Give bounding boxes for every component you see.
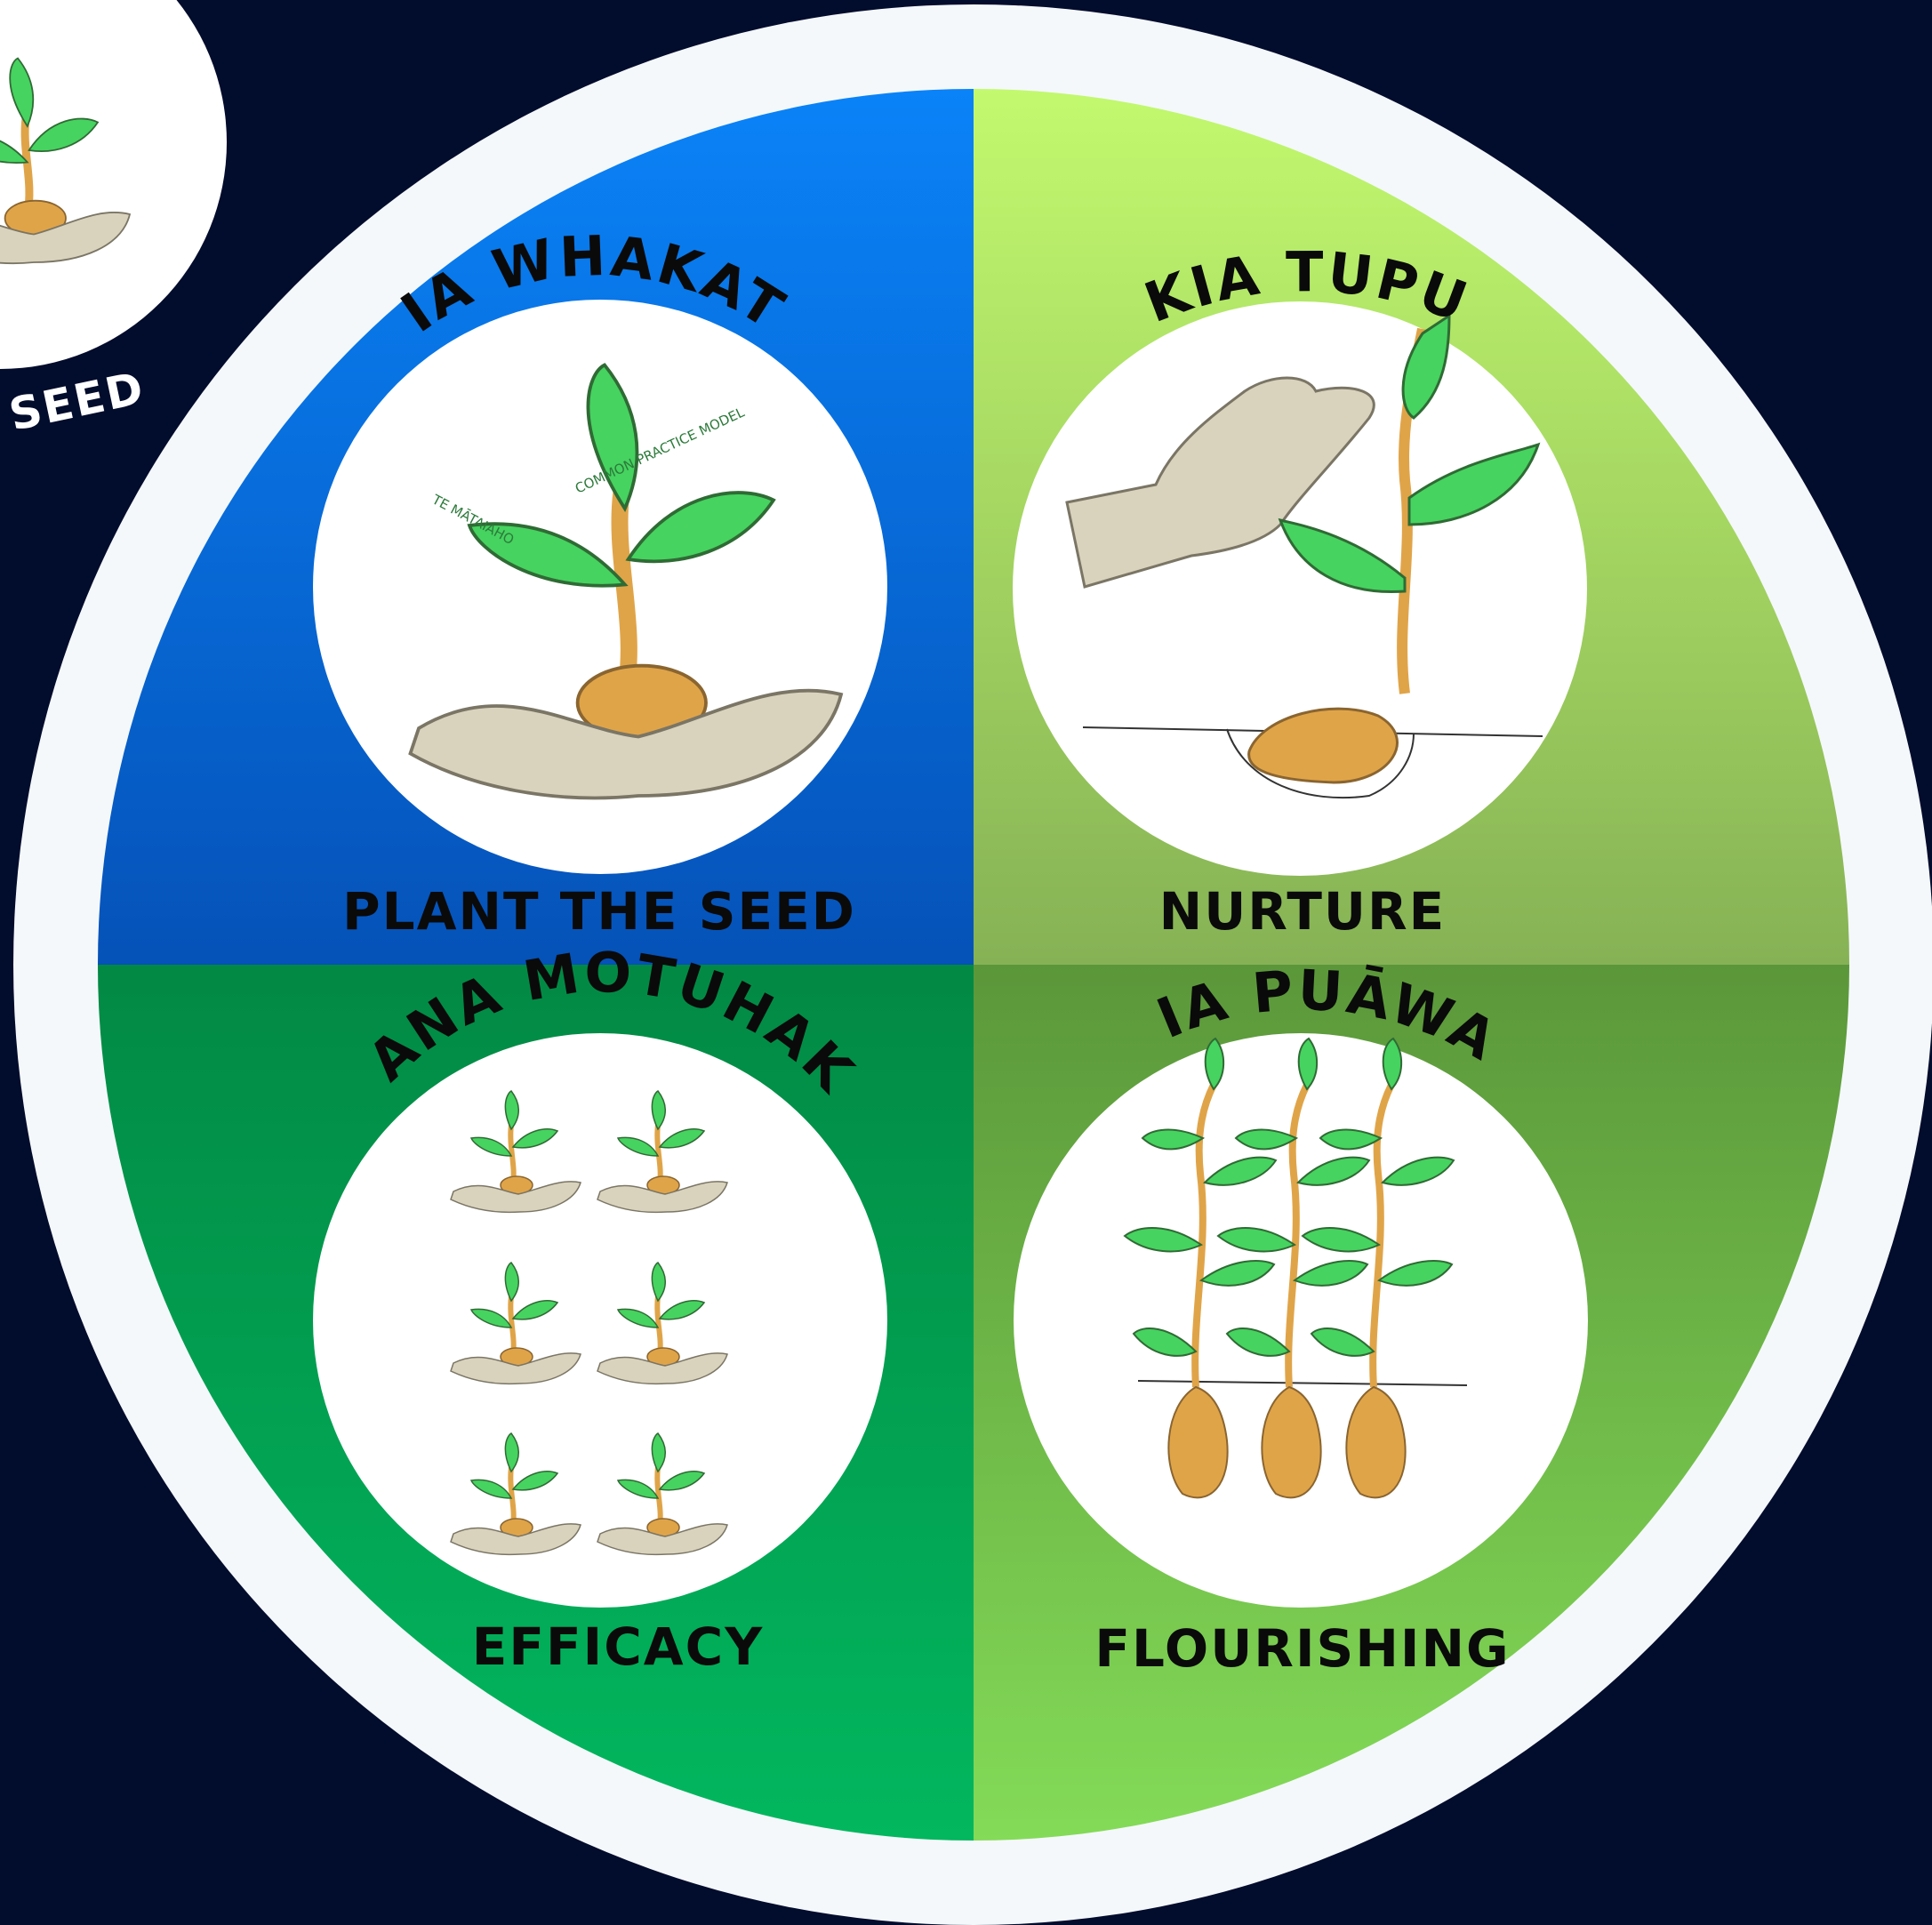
leaf-icon (1407, 442, 1541, 526)
circle-efficacy (313, 1033, 887, 1608)
label-nurture: NURTURE (1159, 881, 1447, 942)
hand-icon (1065, 376, 1375, 589)
label-flourishing: FLOURISHING (1094, 1618, 1510, 1679)
label-efficacy: EFFICACY (472, 1616, 764, 1677)
circle-nurture (1013, 301, 1587, 876)
corner-seed-badge: SEED (0, 0, 227, 441)
seed-icon (1247, 707, 1399, 784)
flourishing-plants-icon (1125, 1039, 1468, 1497)
corner-badge-circle (0, 0, 227, 369)
label-plant-the-seed: PLANT THE SEED (342, 881, 856, 942)
soil-hole (1226, 728, 1415, 799)
nurture-illustration-icon (1065, 313, 1543, 799)
leaf-icon (1401, 313, 1451, 420)
leaf-icon (1278, 517, 1407, 594)
circle-flourishing (1014, 1033, 1588, 1608)
